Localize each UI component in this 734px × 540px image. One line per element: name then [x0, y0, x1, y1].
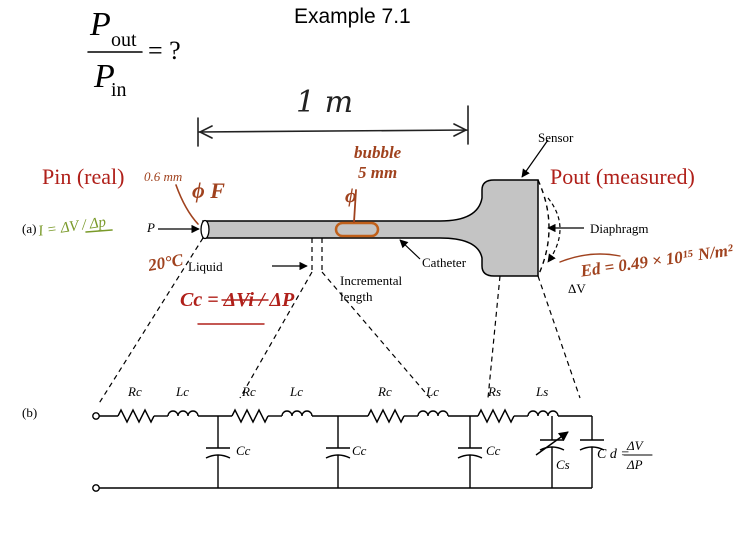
- inductor-ls: [527, 410, 559, 417]
- capacitor-cc3: [457, 416, 483, 488]
- label-cd-lhs: C d =: [597, 447, 630, 462]
- handwritten-strokes: [85, 51, 653, 456]
- label-lc2: Lc: [290, 384, 303, 399]
- resistor-rc3: [367, 408, 405, 424]
- hw-compliance-c: Cc = ΔVi / ΔP: [180, 289, 295, 311]
- formula-denominator: P: [94, 58, 115, 95]
- label-cc3: Cc: [486, 443, 501, 458]
- sensor-label: Sensor: [538, 130, 574, 145]
- resistor-rc1: [117, 408, 155, 424]
- catheter-arrow: [399, 239, 421, 260]
- lumped-circuit: [92, 408, 605, 492]
- capacitor-cc2: [325, 416, 351, 488]
- resistor-rc2: [231, 408, 269, 424]
- panel-a-label: (a): [22, 221, 37, 236]
- pin-label: Pin (real): [42, 164, 125, 189]
- pointer-arrows: [158, 139, 584, 271]
- formula-rhs: = ?: [148, 36, 181, 65]
- label-cs: Cs: [556, 457, 570, 472]
- label-cc1: Cc: [236, 443, 251, 458]
- terminal-top: [92, 412, 100, 420]
- capacitor-cd: [579, 416, 605, 488]
- inductor-lc2: [281, 410, 313, 417]
- sensor-arrow: [521, 139, 549, 178]
- label-cc2: Cc: [352, 443, 367, 458]
- slide-title: Example 7.1: [294, 5, 411, 28]
- incremental-label-1: Incremental: [340, 273, 403, 288]
- catheter-tip: [200, 219, 210, 240]
- air-bubble: [334, 221, 380, 238]
- delta-v-label: ΔV: [568, 281, 586, 296]
- diaphragm-dashed: [537, 179, 550, 277]
- hw-bubble-1: bubble: [354, 143, 402, 162]
- hw-length: 1 m: [296, 85, 354, 120]
- label-ls: Ls: [536, 384, 549, 399]
- hw-temp-f: ϕ F: [192, 178, 225, 203]
- hw-bubble-2: 5 mm: [358, 163, 398, 182]
- label-rc3: Rc: [378, 384, 392, 399]
- label-rs: Rs: [488, 384, 501, 399]
- projection-lines: [97, 237, 581, 406]
- formula-num-sub: out: [111, 29, 137, 51]
- formula-den-sub: in: [111, 79, 127, 101]
- resistor-rs: [477, 408, 515, 424]
- label-rc1: Rc: [128, 384, 142, 399]
- pout-label: Pout (measured): [550, 164, 695, 189]
- hw-tube-dia: 0.6 mm: [144, 169, 183, 184]
- capacitor-cc1: [205, 416, 231, 488]
- liquid-label: Liquid: [188, 259, 223, 274]
- catheter-sensor-drawing: [200, 179, 561, 277]
- catheter-label: Catheter: [422, 255, 467, 270]
- label-lc3: Lc: [426, 384, 439, 399]
- inductor-lc1: [167, 410, 199, 417]
- catheter-tube: [202, 179, 539, 277]
- panel-b-label: (b): [22, 405, 38, 420]
- label-rc2: Rc: [242, 384, 256, 399]
- diaphragm-label: Diaphragm: [590, 221, 649, 236]
- incremental-label-2: length: [340, 289, 373, 304]
- formula-numerator: P: [90, 6, 111, 43]
- capacitor-cs-variable: [535, 416, 569, 488]
- terminal-bottom: [92, 484, 100, 492]
- label-lc1: Lc: [176, 384, 189, 399]
- hw-bubble-phi: ϕ: [345, 185, 357, 207]
- length-bracket: [197, 105, 469, 147]
- label-cd-den: ΔP: [627, 457, 643, 472]
- p-label: P: [147, 220, 155, 235]
- diaphragm-deflection-arc: [547, 197, 561, 263]
- inductor-lc3: [417, 410, 449, 417]
- label-cd-num: ΔV: [627, 438, 643, 453]
